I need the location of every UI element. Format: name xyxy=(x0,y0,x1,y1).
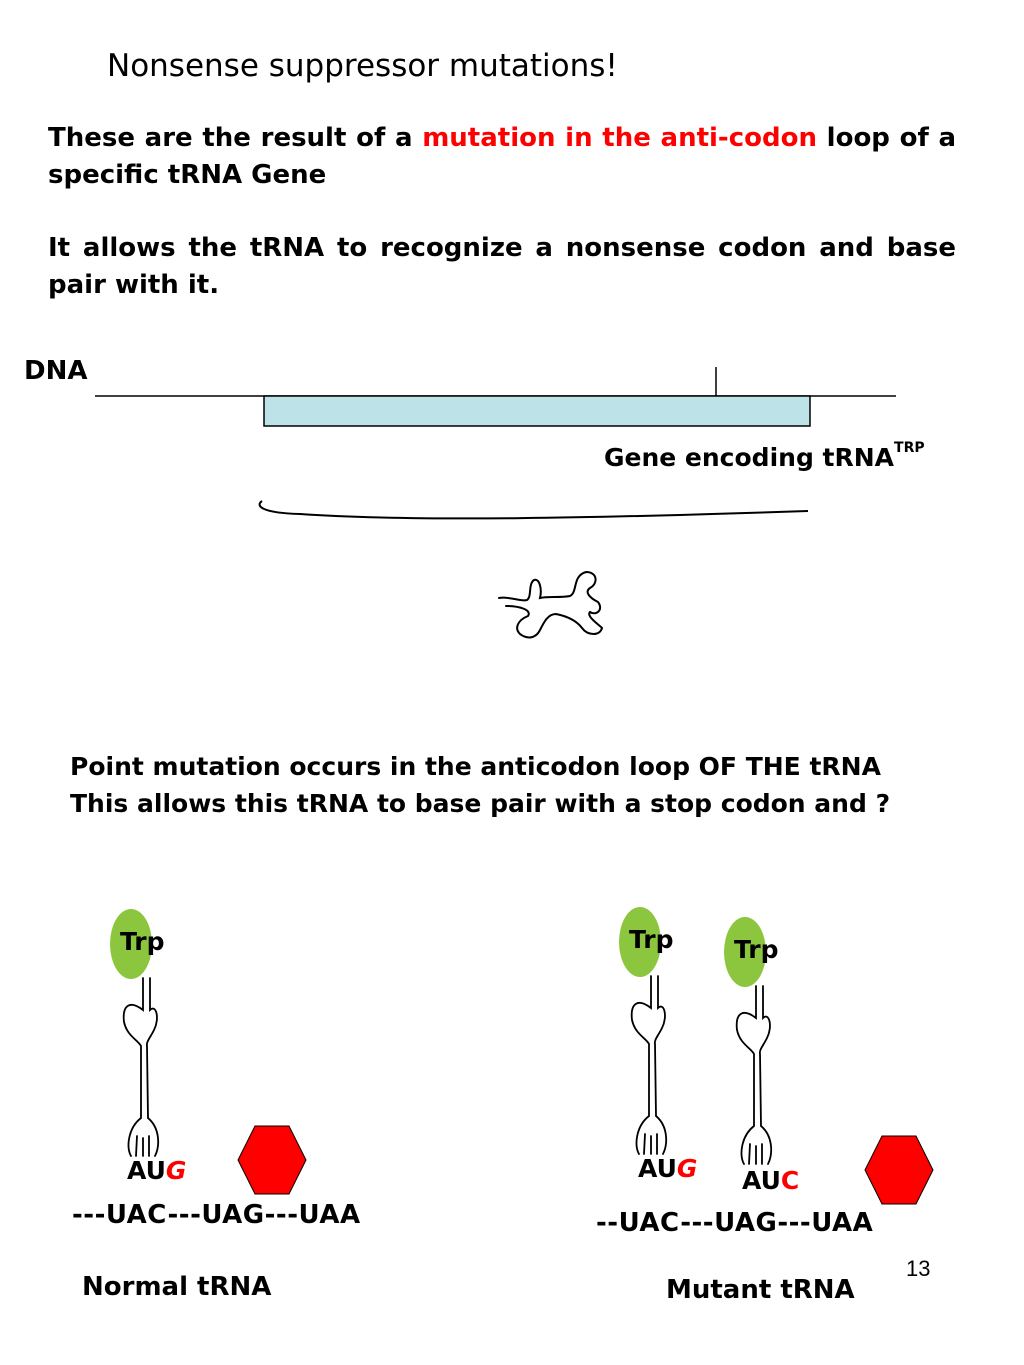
caption-normal: Normal tRNA xyxy=(82,1272,272,1302)
mrna-sequence-normal: ---UAC---UAG---UAA xyxy=(72,1200,361,1230)
gene-box xyxy=(263,395,811,427)
anticodon-mutant-2-prefix: AU xyxy=(742,1166,781,1195)
mrna-sequence-mutant: --UAC---UAG---UAA xyxy=(596,1208,874,1238)
intro-text-before: These are the result of a xyxy=(48,123,423,153)
gene-label-text: Gene encoding tRNA xyxy=(604,443,895,472)
trp-blob-normal xyxy=(110,909,152,979)
trna-body-normal xyxy=(122,977,160,1157)
trp-blob-mutant-2 xyxy=(724,917,766,987)
trna-body-mutant-1 xyxy=(630,975,668,1155)
anticodon-mutant-2-last: C xyxy=(780,1166,800,1195)
anticodon-mutant-1-prefix: AU xyxy=(638,1154,677,1183)
gene-label: Gene encoding tRNATRP xyxy=(604,440,925,472)
transcript-line xyxy=(258,500,809,520)
caption-mutant: Mutant tRNA xyxy=(666,1275,855,1305)
trna-squiggle xyxy=(498,570,604,639)
trp-label-mutant-2: Trp xyxy=(734,935,779,964)
page-number: 13 xyxy=(906,1256,931,1281)
point-mutation-line2: This allows this tRNA to base pair with … xyxy=(70,789,891,818)
intro-text-after: loop of a specific tRNA Gene xyxy=(48,123,957,190)
anticodon-mutant-1: AUG xyxy=(638,1154,697,1183)
anticodon-normal: AUG xyxy=(127,1156,186,1185)
anticodon-mutant-1-last: G xyxy=(676,1154,698,1183)
anticodon-normal-last: G xyxy=(165,1156,187,1185)
point-mutation-line1: Point mutation occurs in the anticodon l… xyxy=(70,752,881,781)
gene-label-superscript: TRP xyxy=(894,440,925,456)
anticodon-normal-prefix: AU xyxy=(127,1156,166,1185)
trna-body-mutant-2 xyxy=(735,985,773,1165)
explanation-paragraph: It allows the tRNA to recognize a nonsen… xyxy=(48,233,956,300)
point-mutation-text: Point mutation occurs in the anticodon l… xyxy=(70,748,890,822)
stop-hexagon-normal xyxy=(237,1125,307,1195)
dna-label: DNA xyxy=(24,356,88,386)
stop-hexagon-mutant xyxy=(864,1135,934,1205)
slide-title: Nonsense suppressor mutations! xyxy=(107,48,618,84)
trp-label-mutant-1: Trp xyxy=(629,925,674,954)
intro-paragraph: These are the result of a mutation in th… xyxy=(48,120,956,194)
trp-blob-mutant-1 xyxy=(619,907,661,977)
anticodon-mutant-2: AUC xyxy=(742,1166,799,1195)
trp-label-normal: Trp xyxy=(120,927,165,956)
intro-highlight: mutation in the anti-codon xyxy=(422,123,817,153)
